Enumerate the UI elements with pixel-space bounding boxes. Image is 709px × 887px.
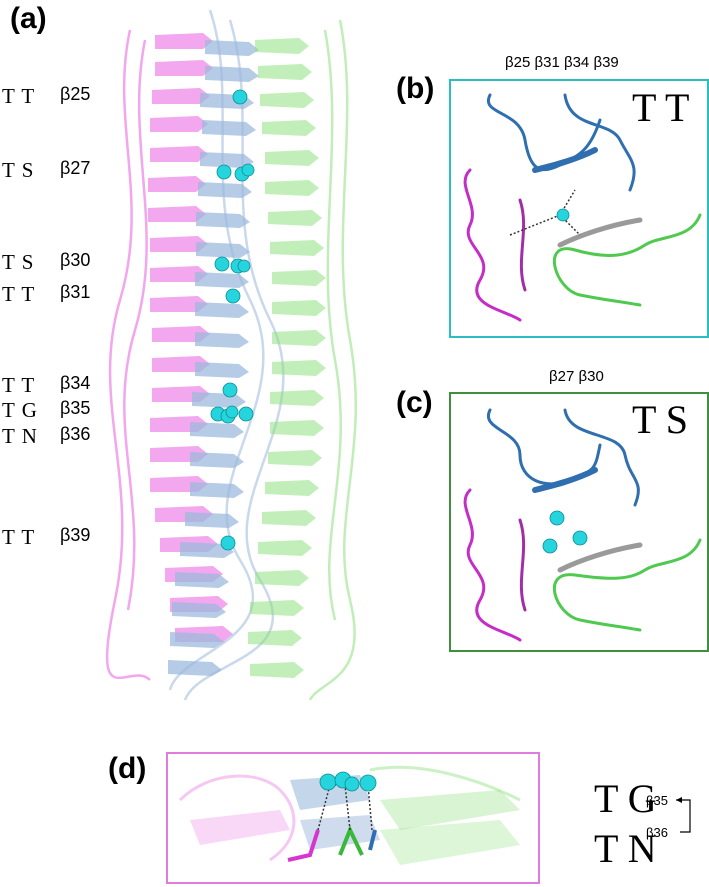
row-pair: T S: [2, 158, 35, 182]
row-pair: T N: [2, 424, 38, 448]
panel-c-structure: [463, 408, 702, 642]
panel-b-structure: [463, 93, 702, 322]
panel-d-beta-bottom: β36: [646, 825, 668, 840]
panel-d-beta-top: β35: [646, 793, 668, 808]
row-beta: β36: [60, 424, 91, 444]
row-beta: β35: [60, 398, 91, 418]
arrow-bracket: [676, 799, 691, 833]
row-beta: β39: [60, 525, 91, 545]
row-beta: β27: [60, 158, 91, 178]
row-pair: T G: [2, 398, 38, 422]
arrow-head: [676, 797, 682, 803]
panel-b-header: β25 β31 β34 β39: [505, 54, 619, 71]
panel-b-pair: T T: [632, 85, 690, 130]
row-beta: β34: [60, 373, 91, 393]
panel-c-frame: [449, 392, 709, 652]
row-beta: β25: [60, 84, 91, 104]
panel-d-label: (d): [108, 752, 147, 785]
panel-c-label: (c): [396, 386, 433, 419]
panel-d-structure: [178, 765, 521, 865]
row-beta: β31: [60, 282, 91, 302]
panel-d-pair-bottom: T N: [594, 826, 657, 871]
panel-d-frame: [166, 752, 540, 884]
row-pair: T T: [2, 282, 36, 306]
row-beta: β30: [60, 250, 91, 270]
panel-c-pair: T S: [632, 397, 688, 442]
panel-b-label: (b): [396, 72, 435, 105]
row-pair: T T: [2, 373, 36, 397]
panel-a-label: (a): [10, 2, 47, 35]
row-pair: T S: [2, 250, 35, 274]
strand-stack: [148, 33, 326, 678]
panel-b-frame: [449, 79, 709, 338]
panel-d-pair-top: T G: [594, 776, 657, 821]
water-spheres: [210, 89, 255, 551]
panel-c-header: β27 β30: [549, 368, 604, 385]
row-pair: T T: [2, 525, 36, 549]
row-pair: T T: [2, 84, 36, 108]
